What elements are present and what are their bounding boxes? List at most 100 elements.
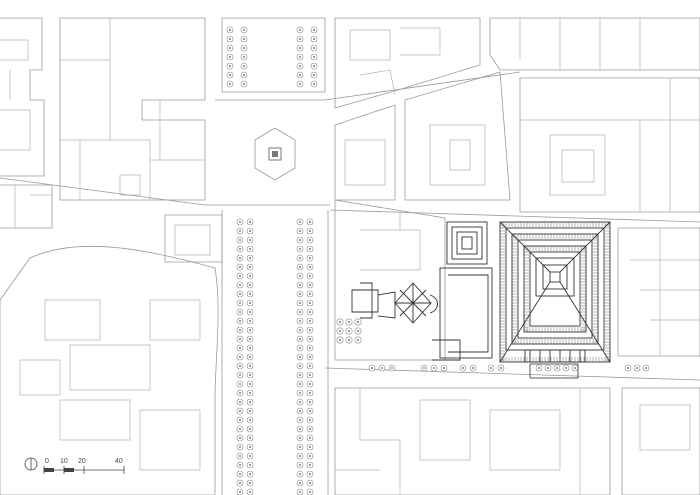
tree-symbol bbox=[306, 245, 314, 253]
tree-symbol bbox=[296, 371, 304, 379]
tree-symbol bbox=[296, 407, 304, 415]
tree-symbol bbox=[236, 281, 244, 289]
tree-symbol bbox=[296, 470, 304, 478]
tree-symbol bbox=[430, 364, 438, 372]
tree-symbol bbox=[236, 380, 244, 388]
tree-symbol bbox=[236, 227, 244, 235]
tree-symbol bbox=[345, 336, 353, 344]
scale-tick-40: 40 bbox=[115, 458, 123, 465]
tree-symbol bbox=[246, 254, 254, 262]
tree-symbol bbox=[296, 452, 304, 460]
scale-tick-0: 0 bbox=[45, 458, 49, 465]
tree-symbol bbox=[296, 335, 304, 343]
tree-symbol bbox=[246, 308, 254, 316]
tree-symbol bbox=[236, 317, 244, 325]
tree-symbol bbox=[246, 434, 254, 442]
tree-symbol bbox=[306, 461, 314, 469]
tree-symbol bbox=[306, 470, 314, 478]
tree-symbol bbox=[469, 364, 477, 372]
tree-symbol bbox=[368, 364, 376, 372]
tree-symbol bbox=[246, 452, 254, 460]
tree-symbol bbox=[440, 364, 448, 372]
tree-symbol bbox=[226, 35, 234, 43]
scale-tick-10: 10 bbox=[60, 458, 68, 465]
tree-symbol bbox=[306, 434, 314, 442]
tree-symbol bbox=[296, 398, 304, 406]
tree-symbol bbox=[296, 344, 304, 352]
tree-symbol bbox=[296, 62, 304, 70]
tree-symbol bbox=[246, 335, 254, 343]
tree-symbol bbox=[246, 353, 254, 361]
tree-symbol bbox=[306, 380, 314, 388]
tree-symbol bbox=[226, 44, 234, 52]
tree-symbol bbox=[246, 218, 254, 226]
tree-symbol bbox=[388, 364, 396, 372]
tree-symbol bbox=[246, 344, 254, 352]
tree-symbol bbox=[310, 80, 318, 88]
tree-symbol bbox=[246, 389, 254, 397]
tree-symbol bbox=[345, 327, 353, 335]
tree-symbol bbox=[296, 380, 304, 388]
tree-symbol bbox=[246, 290, 254, 298]
tree-symbol bbox=[296, 479, 304, 487]
tree-symbol bbox=[354, 336, 362, 344]
tree-symbol bbox=[306, 272, 314, 280]
tree-symbol bbox=[296, 53, 304, 61]
tree-symbol bbox=[336, 336, 344, 344]
tree-symbol bbox=[624, 364, 632, 372]
tree-symbol bbox=[246, 362, 254, 370]
tree-symbol bbox=[246, 488, 254, 495]
tree-symbol bbox=[306, 425, 314, 433]
tree-symbol bbox=[240, 35, 248, 43]
tree-symbol bbox=[310, 62, 318, 70]
tree-symbol bbox=[236, 470, 244, 478]
tree-symbol bbox=[246, 398, 254, 406]
tree-symbol bbox=[246, 425, 254, 433]
tree-symbol bbox=[240, 62, 248, 70]
roof-hatching bbox=[500, 222, 610, 362]
tree-symbol bbox=[296, 263, 304, 271]
tree-symbol bbox=[306, 335, 314, 343]
tree-symbol bbox=[236, 353, 244, 361]
tree-symbol bbox=[236, 461, 244, 469]
tree-symbol bbox=[354, 318, 362, 326]
tree-symbol bbox=[306, 263, 314, 271]
tree-symbol bbox=[296, 425, 304, 433]
tree-symbol bbox=[296, 218, 304, 226]
tree-symbol bbox=[553, 364, 561, 372]
tree-symbol bbox=[236, 371, 244, 379]
scale-tick-20: 20 bbox=[78, 458, 86, 465]
tree-symbol bbox=[236, 236, 244, 244]
tree-symbol bbox=[296, 26, 304, 34]
tree-symbol bbox=[306, 353, 314, 361]
tree-symbol bbox=[296, 326, 304, 334]
tree-symbol bbox=[236, 407, 244, 415]
tree-symbol bbox=[306, 290, 314, 298]
tree-symbol bbox=[306, 362, 314, 370]
tree-symbol bbox=[345, 318, 353, 326]
tree-symbol bbox=[306, 371, 314, 379]
tree-symbol bbox=[296, 443, 304, 451]
tree-symbol bbox=[236, 218, 244, 226]
tree-symbol bbox=[306, 479, 314, 487]
tree-symbol bbox=[296, 44, 304, 52]
tree-symbol bbox=[306, 326, 314, 334]
tree-symbol bbox=[236, 263, 244, 271]
tree-symbol bbox=[306, 398, 314, 406]
tree-symbol bbox=[236, 425, 244, 433]
tree-symbol bbox=[236, 245, 244, 253]
tree-symbol bbox=[306, 281, 314, 289]
tree-symbol bbox=[296, 245, 304, 253]
tree-symbol bbox=[296, 281, 304, 289]
tree-symbol bbox=[236, 299, 244, 307]
tree-symbol bbox=[246, 371, 254, 379]
tree-symbol bbox=[296, 80, 304, 88]
tree-symbol bbox=[236, 272, 244, 280]
tree-symbol bbox=[296, 353, 304, 361]
tree-symbol bbox=[246, 236, 254, 244]
tree-symbol bbox=[236, 434, 244, 442]
tree-rows bbox=[226, 26, 650, 495]
museum-building bbox=[351, 221, 611, 379]
tree-symbol bbox=[296, 317, 304, 325]
tree-symbol bbox=[296, 434, 304, 442]
